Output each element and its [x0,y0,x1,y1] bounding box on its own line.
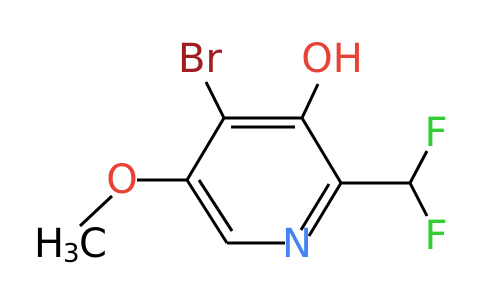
bond-c3-o [300,83,320,119]
hydroxyl-label: OH [301,36,363,82]
bond-c6-c5 [185,179,229,244]
fluorine-top-label: F [424,110,447,156]
bond-chf2-f-top [408,150,429,184]
methoxy-oxygen-label: O [106,157,137,203]
bond-c6-c5-inner [197,179,234,232]
bromine-label: Br [178,36,222,82]
bond-c3-c2 [300,117,343,184]
bond-c5-c4 [185,117,226,181]
nitrogen-label: N [282,221,312,267]
bond-o-ch3 [78,194,114,228]
atom-labels: Br OH O H 3 C N F F [34,36,448,269]
methyl-carbon-label: C [79,221,107,267]
methyl-subscript: 3 [63,239,80,269]
bonds [78,81,429,245]
bond-chf2-f-bottom [408,182,429,217]
bond-c2-n [307,182,343,237]
bond-c2-n-inner [299,183,331,231]
methyl-hydrogen-label: H [34,221,64,267]
fluorine-bottom-label: F [424,213,447,259]
bond-c4-br [204,81,226,119]
